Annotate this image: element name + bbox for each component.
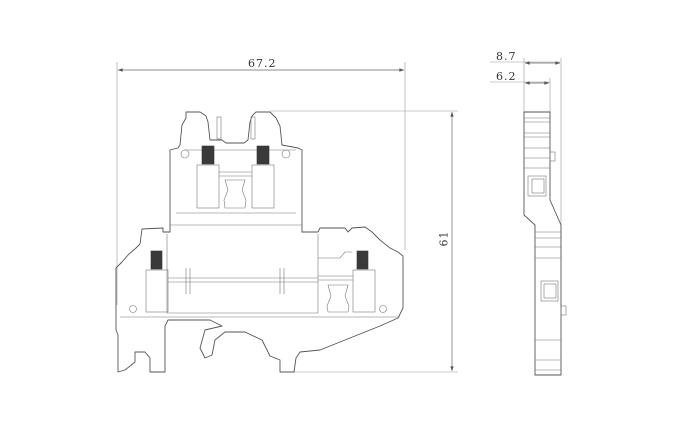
lower-left-clamp [129,250,169,313]
front-view [115,111,404,373]
width-dimension-label: 67.2 [248,57,277,70]
upper-left-clamp [180,116,222,209]
side-dimension-lines [490,58,562,250]
lower-right-clamp [352,250,387,313]
upper-right-clamp [250,116,291,209]
side-view [523,111,567,376]
height-dimension-label: 61 [437,230,451,247]
side-outer-width-label: 8.7 [496,50,517,63]
width-dimension-line [116,62,406,305]
height-dimension-line [270,110,458,373]
side-inner-width-label: 6.2 [496,70,517,83]
